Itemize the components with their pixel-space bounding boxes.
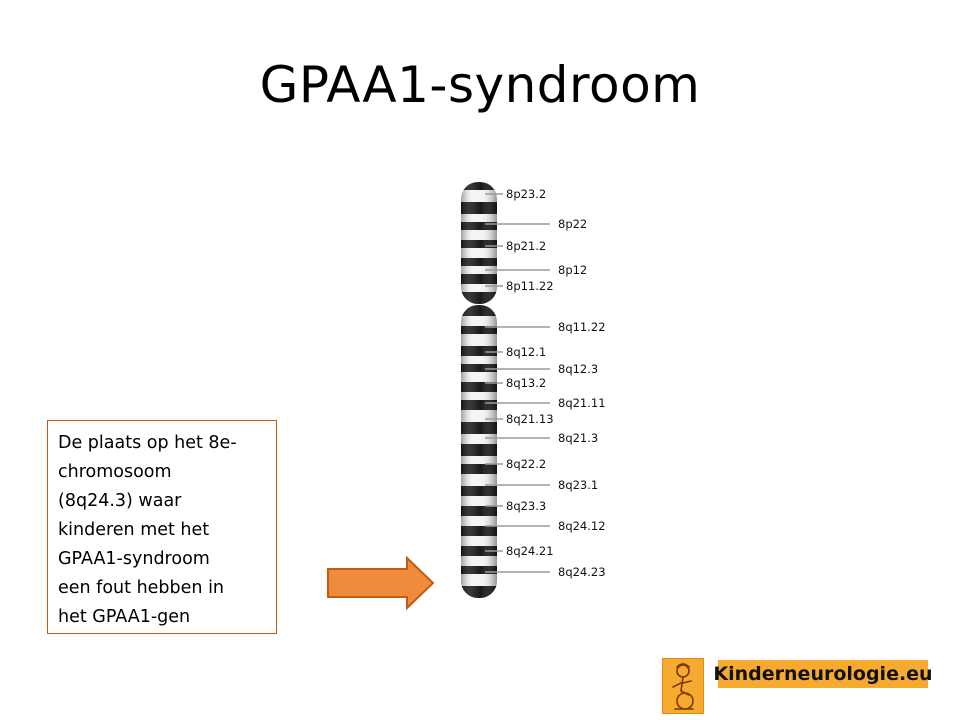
band-label: 8q23.1 [558,478,598,492]
band-label: 8p11.22 [506,279,554,293]
band-label: 8q24.23 [558,565,606,579]
caption-line: een fout hebben in [58,578,225,598]
band-label: 8q21.11 [558,396,606,410]
band-label: 8p23.2 [506,187,546,201]
band-label: 8q12.3 [558,362,598,376]
caption-line: het GPAA1-gen [58,607,191,627]
caption-line: GPAA1-syndroom [58,549,210,569]
band-label: 8q22.2 [506,457,546,471]
site-logo: Kinderneurologie.eu [713,660,933,688]
caption-line: chromosoom [58,462,172,482]
band-label: 8q24.12 [558,519,606,533]
caption-line: kinderen met het [58,520,210,540]
caption-text: De plaats op het 8e- chromosoom (8q24.3)… [58,429,266,632]
band-label: 8q24.21 [506,544,554,558]
logo-text: Kinderneurologie.eu [713,663,933,685]
slide-title: GPAA1-syndroom [259,56,701,114]
band-label: 8q13.2 [506,376,546,390]
band-label: 8q11.22 [558,320,606,334]
band-label: 8q12.1 [506,345,546,359]
child-figure-logo-icon [662,658,704,714]
band-label: 8p22 [558,217,587,231]
caption-box: De plaats op het 8e- chromosoom (8q24.3)… [47,420,277,634]
right-arrow-icon [327,555,435,611]
band-label: 8q21.13 [506,412,554,426]
caption-line: (8q24.3) waar [58,491,182,511]
band-label: 8p21.2 [506,239,546,253]
band-label: 8q23.3 [506,499,546,513]
band-label: 8q21.3 [558,431,598,445]
caption-line: De plaats op het 8e- [58,433,237,453]
band-label: 8p12 [558,263,587,277]
chromosome-8-ideogram: 8p23.2 8p22 8p21.2 8p12 8p11.22 8q11.22 8q12.1… [461,182,606,598]
